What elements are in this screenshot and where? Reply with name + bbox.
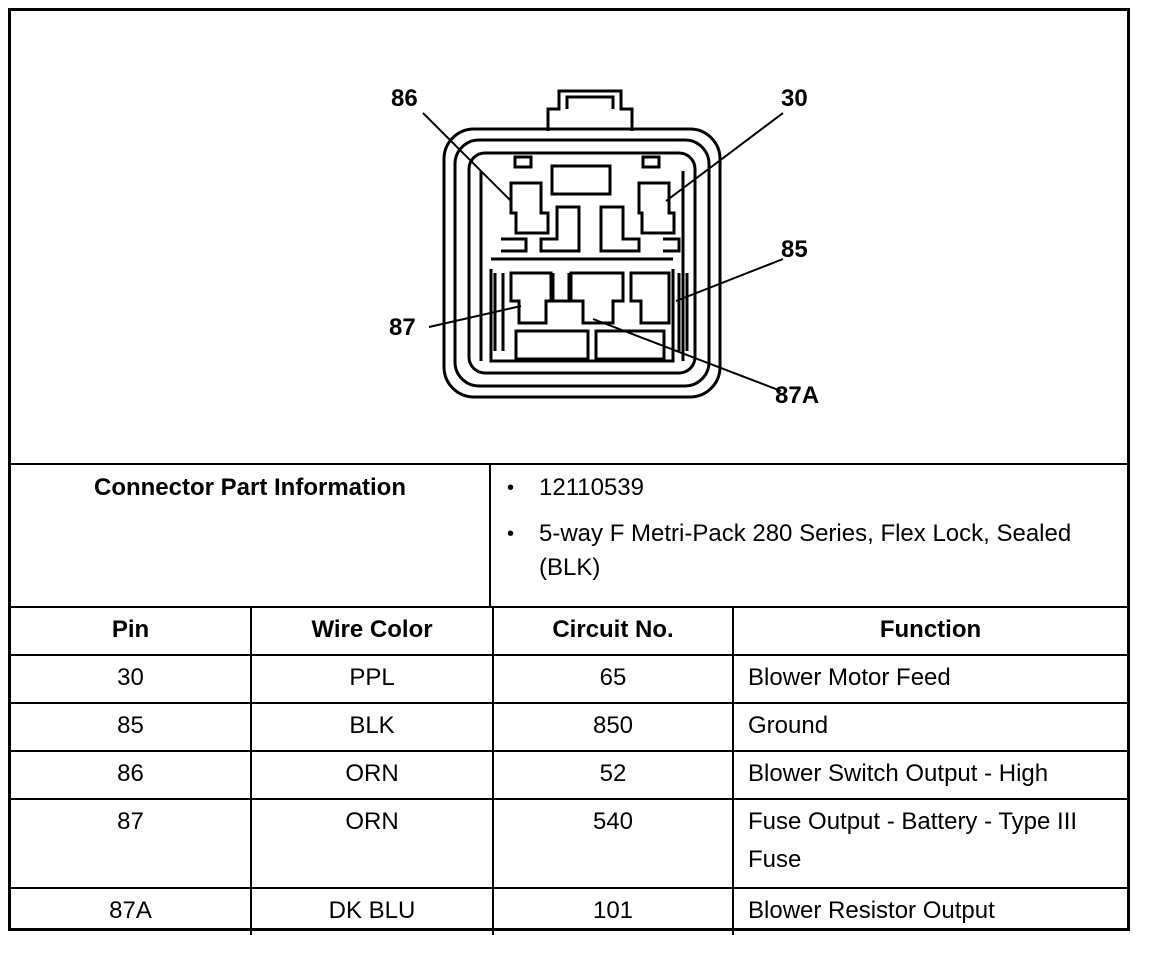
pin-label-85: 85	[781, 236, 808, 263]
leader-85	[675, 258, 784, 302]
cell-circuit-no: 101	[492, 887, 734, 935]
bottom-slot	[594, 329, 666, 361]
cell-circuit-no: 850	[492, 702, 734, 752]
cell-function: Ground	[732, 702, 1127, 752]
connector-sheet: 86 30 85 87 87A Connector Part Informati…	[8, 8, 1130, 935]
cell-pin: 30	[11, 654, 252, 704]
cell-circuit-no: 65	[492, 654, 734, 704]
pin-label-87a: 87A	[775, 382, 819, 409]
center-block	[539, 205, 581, 253]
cell-pin: 85	[11, 702, 252, 752]
keying-slot	[550, 164, 612, 196]
center-block	[599, 205, 641, 253]
connector-info-title: Connector Part Information	[11, 465, 491, 606]
leader-30	[665, 112, 784, 202]
table-row: 86 ORN 52 Blower Switch Output - High	[11, 750, 1127, 800]
table-row: 30 PPL 65 Blower Motor Feed	[11, 654, 1127, 704]
table-row: 87 ORN 540 Fuse Output - Battery - Type …	[11, 798, 1127, 889]
pin-label-30: 30	[781, 85, 808, 112]
header-function: Function	[732, 606, 1127, 656]
cell-wire-color: BLK	[250, 702, 494, 752]
connector-housing	[442, 127, 722, 399]
pin-table-header: Pin Wire Color Circuit No. Function	[11, 606, 1127, 656]
connector-info-list: • 12110539 • 5-way F Metri-Pack 280 Seri…	[493, 465, 1123, 585]
cell-function: Blower Motor Feed	[732, 654, 1127, 704]
connector-description: 5-way F Metri-Pack 280 Series, Flex Lock…	[539, 520, 1072, 581]
cell-wire-color: PPL	[250, 654, 494, 704]
cell-pin: 86	[11, 750, 252, 800]
cell-function: Fuse Output - Battery - Type III Fuse	[732, 798, 1127, 889]
housing-tab	[513, 155, 533, 169]
cavity-87a	[569, 271, 625, 325]
bottom-slot	[514, 329, 590, 361]
leader-86	[422, 112, 512, 202]
cell-pin: 87A	[11, 887, 252, 935]
cell-circuit-no: 540	[492, 798, 734, 889]
pin-label-86: 86	[391, 85, 418, 112]
header-circuit-no: Circuit No.	[492, 606, 734, 656]
cavity-30	[637, 181, 676, 235]
header-wire-color: Wire Color	[250, 606, 494, 656]
cell-wire-color: ORN	[250, 798, 494, 889]
cell-function: Blower Resistor Output	[732, 887, 1127, 935]
header-pin: Pin	[11, 606, 252, 656]
connector-info-item: • 5-way F Metri-Pack 280 Series, Flex Lo…	[493, 517, 1123, 585]
cell-wire-color: ORN	[250, 750, 494, 800]
part-number: 12110539	[539, 474, 644, 501]
pin-table: Pin Wire Color Circuit No. Function 30 P…	[11, 606, 1127, 935]
bullet-icon: •	[507, 523, 515, 545]
connector-latch	[546, 89, 634, 131]
table-row: 85 BLK 850 Ground	[11, 702, 1127, 752]
cell-wire-color: DK BLU	[250, 887, 494, 935]
cell-circuit-no: 52	[492, 750, 734, 800]
cavity-85	[629, 271, 671, 325]
leader-87	[428, 305, 522, 328]
cell-pin: 87	[11, 798, 252, 889]
pin-label-87: 87	[389, 314, 416, 341]
cell-function: Blower Switch Output - High	[732, 750, 1127, 800]
connector-diagram: 86 30 85 87 87A	[11, 11, 1127, 463]
connector-part-info: Connector Part Information • 12110539 • …	[11, 463, 1127, 606]
connector-info-item: • 12110539	[493, 471, 1123, 505]
bullet-icon: •	[507, 477, 515, 499]
cavity-87	[509, 271, 553, 325]
leader-87a	[592, 318, 782, 392]
cavity-86	[509, 181, 550, 235]
table-row: 87A DK BLU 101 Blower Resistor Output	[11, 887, 1127, 935]
housing-tab	[641, 155, 661, 169]
